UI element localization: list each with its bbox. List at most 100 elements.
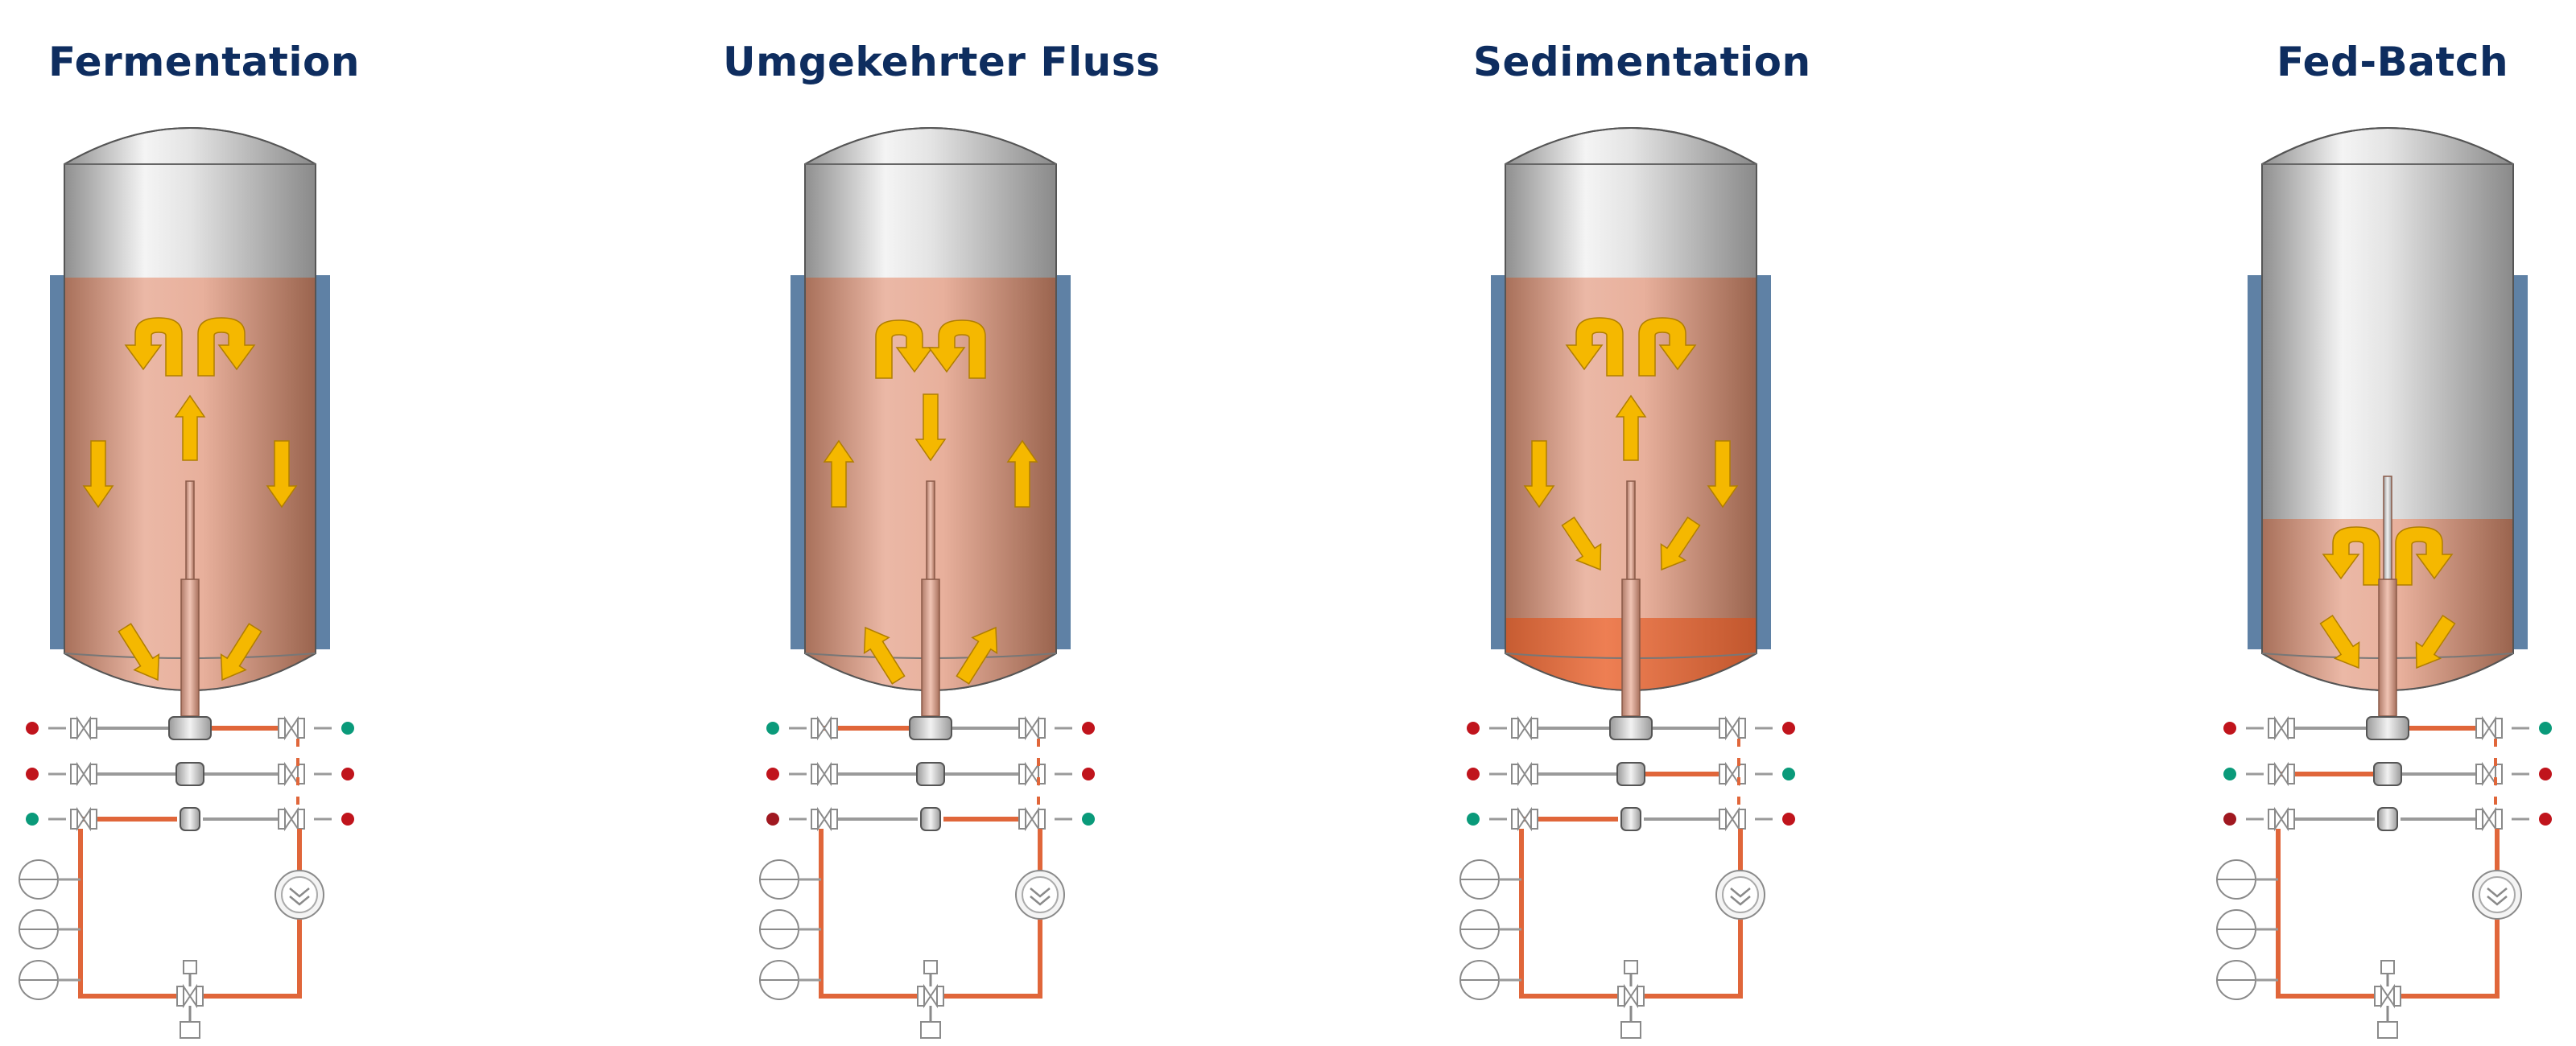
- drain-outlet: [1620, 1021, 1641, 1039]
- valve-flange: [1719, 718, 1727, 739]
- drive-shaft: [921, 579, 940, 717]
- valve-flange: [2268, 718, 2276, 739]
- status-indicator-red: [341, 768, 354, 780]
- flow-arrow: [174, 394, 206, 461]
- status-indicator-green: [1782, 768, 1795, 780]
- valve-body: [817, 806, 832, 832]
- flow-arrow: [2395, 526, 2454, 586]
- valve-flange: [2393, 986, 2401, 1007]
- valve-flange: [811, 718, 819, 739]
- flow-arrow: [2322, 526, 2380, 586]
- valve-flange: [1038, 718, 1046, 739]
- valve-flange: [2287, 718, 2295, 739]
- valve-flange: [2268, 764, 2276, 784]
- flow-arrow: [1660, 516, 1701, 571]
- flow-arrow: [823, 439, 855, 508]
- valve-flange: [1018, 809, 1026, 830]
- valve-body: [76, 761, 91, 787]
- valve-body: [2482, 761, 2496, 787]
- valve-flange: [70, 764, 78, 784]
- valve-flange: [278, 764, 286, 784]
- valve-body: [2482, 715, 2496, 741]
- drive-shaft: [180, 579, 200, 717]
- flow-arrow: [124, 317, 183, 377]
- valve-flange: [1511, 718, 1519, 739]
- pump-chevron: [1730, 896, 1751, 906]
- drain-actuator: [1624, 960, 1638, 974]
- status-indicator-red: [2539, 768, 2552, 780]
- panel-title-sedimentation: Sedimentation: [1473, 39, 1811, 85]
- valve-flange: [1018, 764, 1026, 784]
- probe-shaft: [1626, 480, 1636, 587]
- pump-chevron: [2487, 896, 2508, 906]
- status-indicator-red: [1082, 768, 1095, 780]
- valve-body: [923, 983, 938, 1009]
- status-indicator-green: [2223, 768, 2236, 780]
- valve-body: [2274, 715, 2289, 741]
- pump-chevron: [289, 896, 310, 906]
- status-indicator-red: [1782, 722, 1795, 735]
- valve-body: [1725, 715, 1740, 741]
- valve-flange: [1511, 764, 1519, 784]
- flow-arrow: [863, 626, 906, 685]
- valve-flange: [297, 764, 305, 784]
- flow-arrow: [1006, 439, 1038, 508]
- valve-body: [1517, 806, 1532, 832]
- pump-rotor: [2479, 876, 2516, 913]
- circulation-loop: [1640, 909, 1743, 999]
- status-indicator-green: [2539, 722, 2552, 735]
- valve-flange: [1530, 809, 1538, 830]
- circulation-loop: [2396, 909, 2500, 999]
- valve-flange: [70, 718, 78, 739]
- bioreactor-panel-fed-batch: [2216, 127, 2552, 1039]
- status-indicator-red: [26, 768, 39, 780]
- flow-arrow: [2319, 614, 2360, 669]
- shaft-coupling: [168, 716, 212, 740]
- valve-body: [2482, 806, 2496, 832]
- status-indicator-red: [341, 813, 354, 826]
- status-indicator-red: [2223, 722, 2236, 735]
- valve-flange: [2374, 986, 2382, 1007]
- shaft-coupling: [175, 762, 204, 786]
- circulation-loop: [2276, 829, 2379, 999]
- drive-shaft: [2378, 579, 2397, 717]
- circulation-loop: [199, 909, 302, 999]
- status-indicator-red: [1467, 768, 1480, 780]
- bioreactor-panel-reverse-flow: [759, 127, 1095, 1039]
- panel-title-fed-batch: Fed-Batch: [2277, 39, 2509, 85]
- valve-flange: [89, 718, 97, 739]
- pump-rotor: [281, 876, 318, 913]
- valve-flange: [811, 764, 819, 784]
- valve-flange: [2495, 764, 2503, 784]
- valve-body: [1025, 715, 1039, 741]
- valve-flange: [936, 986, 944, 1007]
- valve-body: [2380, 983, 2395, 1009]
- flow-arrow: [82, 440, 114, 509]
- valve-flange: [830, 809, 838, 830]
- valve-flange: [2495, 718, 2503, 739]
- shaft-coupling: [2373, 762, 2402, 786]
- status-indicator-green: [341, 722, 354, 735]
- status-indicator-green: [766, 722, 779, 735]
- pump-chevron: [2487, 887, 2508, 898]
- valve-flange: [830, 718, 838, 739]
- shaft-coupling: [2366, 716, 2409, 740]
- pump-rotor: [1722, 876, 1759, 913]
- status-indicator-red: [1782, 813, 1795, 826]
- shaft-coupling: [909, 716, 952, 740]
- status-indicator-green: [1082, 813, 1095, 826]
- valve-body: [284, 715, 299, 741]
- valve-body: [284, 761, 299, 787]
- shaft-coupling: [920, 807, 941, 831]
- status-indicator-red: [2539, 813, 2552, 826]
- status-indicator-red: [766, 768, 779, 780]
- valve-flange: [1738, 809, 1746, 830]
- panel-title-fermentation: Fermentation: [48, 39, 360, 85]
- flow-arrow: [220, 623, 262, 682]
- valve-flange: [811, 809, 819, 830]
- valve-body: [1725, 806, 1740, 832]
- bioreactor-panel-fermentation: [19, 127, 354, 1039]
- shaft-coupling: [180, 807, 200, 831]
- drain-outlet: [180, 1021, 200, 1039]
- valve-body: [1517, 761, 1532, 787]
